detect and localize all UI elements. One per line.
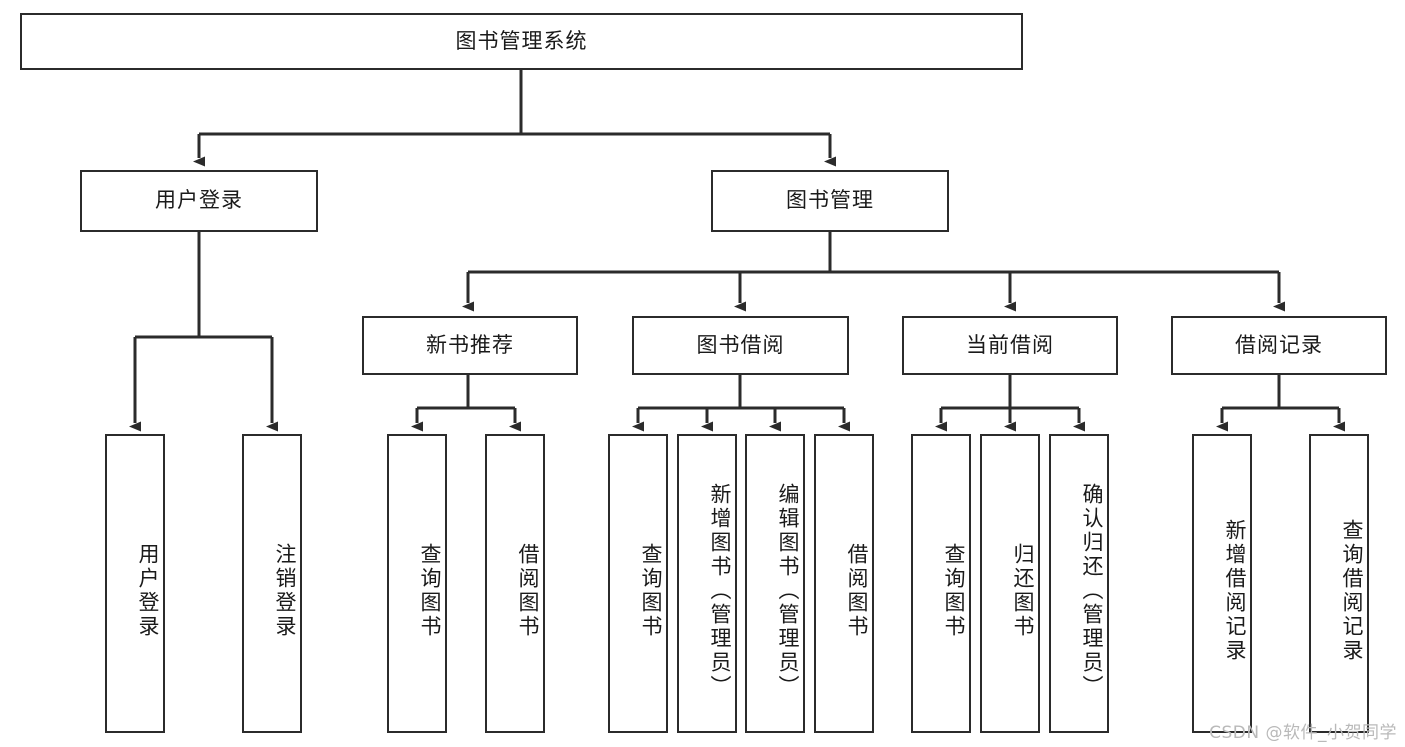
node-root-system[interactable]: 图书管理系统 — [20, 13, 1023, 70]
leaf-borrow-book[interactable]: 借阅图书 — [814, 434, 874, 733]
edge-login-to-leaves — [129, 232, 278, 432]
leaf-query-borrow-record[interactable]: 查询借阅记录 — [1309, 434, 1369, 733]
edge-current-to-leaves — [935, 375, 1085, 432]
node-book-borrow[interactable]: 图书借阅 — [632, 316, 849, 375]
node-label: 借阅图书 — [516, 542, 540, 639]
node-user-login[interactable]: 用户登录 — [80, 170, 318, 232]
leaf-return-book[interactable]: 归还图书 — [980, 434, 1040, 733]
node-label: 查询图书 — [942, 542, 966, 639]
leaf-query-book-borrow[interactable]: 查询图书 — [608, 434, 668, 733]
node-label: 查询借阅记录 — [1340, 518, 1364, 663]
leaf-add-borrow-record[interactable]: 新增借阅记录 — [1192, 434, 1252, 733]
edge-root-to-level2 — [193, 70, 836, 167]
leaf-query-book-current[interactable]: 查询图书 — [911, 434, 971, 733]
node-borrow-records[interactable]: 借阅记录 — [1171, 316, 1387, 375]
leaf-confirm-return-admin[interactable]: 确认归还（管理员） — [1049, 434, 1109, 733]
node-current-borrow[interactable]: 当前借阅 — [902, 316, 1118, 375]
leaf-logout[interactable]: 注销登录 — [242, 434, 302, 733]
edge-bookmgmt-to-level3 — [462, 232, 1285, 312]
node-label: 新增图书（管理员） — [708, 482, 732, 699]
node-label: 用户登录 — [136, 542, 160, 639]
node-label: 用户登录 — [155, 188, 243, 213]
node-label: 确认归还（管理员） — [1080, 482, 1104, 699]
node-label: 借阅图书 — [845, 542, 869, 639]
node-label: 图书管理系统 — [455, 28, 588, 53]
node-label: 编辑图书（管理员） — [776, 482, 800, 699]
node-new-book-recommend[interactable]: 新书推荐 — [362, 316, 578, 375]
node-label: 查询图书 — [418, 542, 442, 639]
leaf-user-login[interactable]: 用户登录 — [105, 434, 165, 733]
node-label: 当前借阅 — [966, 332, 1054, 357]
node-label: 归还图书 — [1011, 542, 1035, 639]
node-label: 图书借阅 — [696, 332, 785, 357]
leaf-add-book-admin[interactable]: 新增图书（管理员） — [677, 434, 737, 733]
edge-newbook-to-leaves — [411, 375, 521, 432]
edge-records-to-leaves — [1216, 375, 1345, 432]
node-book-management[interactable]: 图书管理 — [711, 170, 949, 232]
node-label: 借阅记录 — [1235, 332, 1323, 357]
node-label: 查询图书 — [639, 542, 663, 639]
edge-borrow-to-leaves — [632, 375, 850, 432]
node-label: 图书管理 — [786, 188, 874, 213]
leaf-borrow-book-newbook[interactable]: 借阅图书 — [485, 434, 545, 733]
node-label: 新增借阅记录 — [1223, 518, 1247, 663]
node-label: 注销登录 — [273, 542, 297, 639]
leaf-query-book-newbook[interactable]: 查询图书 — [387, 434, 447, 733]
leaf-edit-book-admin[interactable]: 编辑图书（管理员） — [745, 434, 805, 733]
node-label: 新书推荐 — [426, 332, 514, 357]
